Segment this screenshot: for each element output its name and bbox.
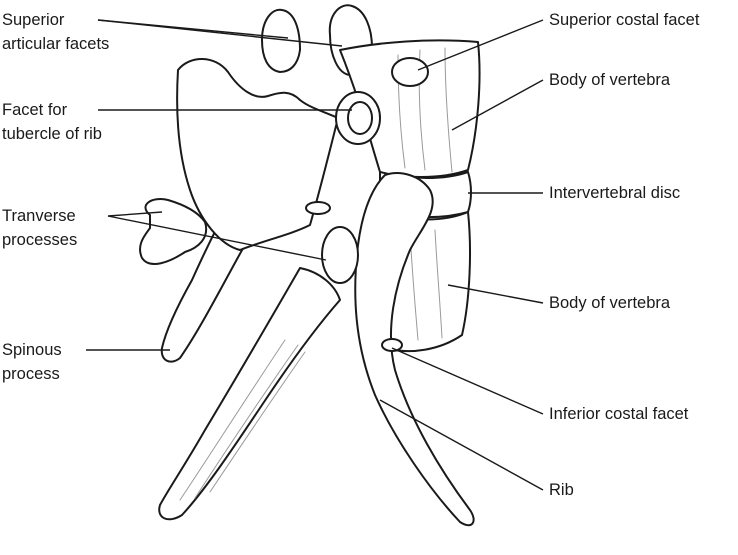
transverse-tip-shape — [321, 226, 359, 284]
label-transverse-processes: Tranverse processes — [2, 204, 77, 252]
label-line: tubercle of rib — [2, 125, 102, 143]
label-line: Facet for — [2, 101, 68, 119]
label-body-of-vertebra-upper: Body of vertebra — [549, 71, 671, 89]
label-intervertebral-disc: Intervertebral disc — [549, 184, 681, 202]
superior-costal-facet-shape — [391, 57, 429, 87]
label-spinous-process: Spinous process — [2, 338, 62, 386]
leader-inferior-costal — [391, 347, 544, 415]
label-line: process — [2, 365, 60, 383]
label-superior-costal-facet: Superior costal facet — [549, 11, 700, 29]
tubercle-facet-shape — [335, 91, 381, 145]
lamina-shape — [176, 58, 339, 251]
leader-body-upper — [451, 79, 544, 131]
superior-articular-facet-left-shape — [261, 8, 301, 73]
leader-superior-articular-2 — [97, 19, 343, 47]
rib-shape — [354, 172, 475, 527]
leader-rib — [379, 399, 544, 491]
label-line: Tranverse — [2, 207, 76, 225]
label-body-of-vertebra-lower: Body of vertebra — [549, 294, 671, 312]
label-inferior-costal-facet: Inferior costal facet — [549, 405, 689, 423]
leader-transverse-2 — [107, 215, 327, 261]
inferior-costal-facet-shape — [381, 338, 403, 352]
leader-body-lower — [447, 284, 544, 304]
spinous-shading — [179, 339, 306, 501]
label-line: Superior — [2, 11, 65, 29]
tubercle-facet-inner — [347, 101, 373, 135]
leader-superior-costal — [417, 19, 544, 71]
label-line: processes — [2, 231, 78, 249]
leader-lines — [86, 19, 544, 491]
label-rib: Rib — [549, 481, 574, 499]
label-facet-for-tubercle: Facet for tubercle of rib — [2, 98, 102, 146]
transverse-foramen-shape — [305, 201, 331, 215]
label-line: articular facets — [2, 35, 110, 53]
label-superior-articular-facets: Superior articular facets — [2, 8, 109, 56]
transverse-knob-shape — [139, 198, 208, 266]
leader-transverse-1 — [107, 211, 163, 217]
label-line: Spinous — [2, 341, 62, 359]
